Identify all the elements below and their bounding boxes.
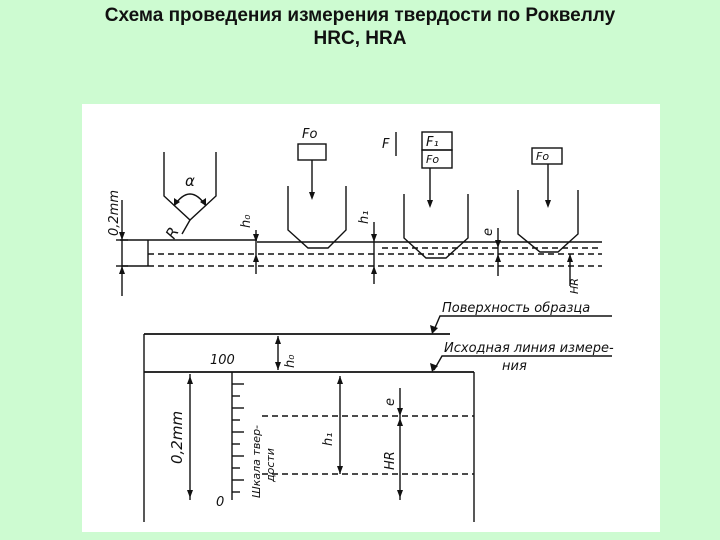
indenter-1-radius-line: [181, 219, 191, 235]
initial-line-label-2: ния: [502, 359, 527, 374]
bottom-e-arrow: [397, 408, 403, 416]
bottom-hr-arrow-bottom: [397, 490, 403, 498]
radius-label: R: [162, 224, 183, 242]
hardness-scale-ticks: [232, 383, 244, 493]
f1-label: F₁: [426, 135, 439, 150]
bottom-h0-arrow-b: [275, 362, 281, 370]
initial-line-leader: [433, 355, 612, 371]
scale-100-label: 100: [210, 353, 235, 368]
top-h0-arrow-b: [253, 254, 259, 262]
f-label: F: [382, 137, 390, 152]
weight-box-fo-3: [531, 147, 563, 165]
initial-line-label-1: Исходная линия измере-: [444, 341, 614, 356]
slide-title-line-1: Схема проведения измерения твердости по …: [104, 5, 616, 26]
top-h0-label: h₀: [239, 214, 254, 228]
hardness-scale-label-2: дости: [264, 448, 277, 483]
top-scale-arrow-upper: [119, 232, 125, 240]
fo-label-3: Fo: [536, 150, 549, 163]
scale-0-label: 0: [216, 495, 224, 510]
indenter-3: [403, 194, 469, 259]
bottom-scale-arrow-bottom: [187, 490, 193, 498]
bottom-hr-arrow-top: [397, 418, 403, 426]
bottom-e-label: e: [383, 398, 398, 406]
indenter-1-angle-arrow-left: [174, 198, 180, 206]
surface-leader: [433, 315, 612, 331]
top-e-label: e: [481, 228, 496, 236]
slide-title-line-2: HRC, HRA: [313, 28, 407, 49]
diagram-panel: 0,2mm R α h₀ Fo F F₁ Fo h₁ e Fo HR Повер…: [82, 104, 660, 532]
angle-label: α: [185, 172, 195, 190]
force-arrowhead-fo-1: [309, 192, 315, 200]
force-arrowhead-f: [427, 200, 433, 208]
bottom-scale-label: 0,2mm: [168, 411, 186, 464]
top-h1-label: h₁: [357, 211, 372, 224]
top-h1-arrow-a: [371, 234, 377, 242]
force-arrowhead-fo-3: [545, 200, 551, 208]
top-hr-arrow: [567, 254, 573, 262]
top-h1-arrow-b: [371, 266, 377, 274]
weight-box-fo-2: [421, 149, 453, 169]
indenter-1-angle-arc: [173, 193, 207, 207]
bottom-scale-arrow-top: [187, 376, 193, 384]
top-hr-label: HR: [568, 278, 581, 294]
rockwell-diagram: 0,2mm R α h₀ Fo F F₁ Fo h₁ e Fo HR Повер…: [107, 127, 614, 522]
surface-leader-arrow: [430, 325, 438, 334]
top-h0-arrow-a: [253, 234, 259, 242]
hardness-scale-label-1: Шкала твер-: [250, 425, 263, 498]
weight-box-fo-1: [297, 143, 327, 161]
bottom-h0-arrow-a: [275, 336, 281, 344]
fo-label-1: Fo: [302, 127, 317, 142]
bottom-h1-arrow-b: [337, 466, 343, 474]
surface-label: Поверхность образца: [442, 301, 590, 316]
indenter-2: [287, 186, 347, 249]
bottom-hr-label: HR: [383, 451, 398, 470]
bottom-h0-label: h₀: [283, 354, 298, 368]
fo-label-2: Fo: [426, 153, 439, 166]
slide-title: Схема проведения измерения твердости по …: [0, 4, 720, 50]
top-scale-arrow-lower: [119, 266, 125, 274]
top-scale-label: 0,2mm: [107, 190, 122, 236]
top-e-arrow-b: [495, 254, 501, 262]
bottom-h1-label: h₁: [321, 433, 336, 446]
top-e-arrow-a: [495, 240, 501, 248]
bottom-h1-arrow-a: [337, 376, 343, 384]
initial-line-leader-arrow: [430, 363, 438, 372]
indenter-1-angle-arrow-right: [200, 198, 206, 206]
indenter-4: [517, 190, 579, 253]
